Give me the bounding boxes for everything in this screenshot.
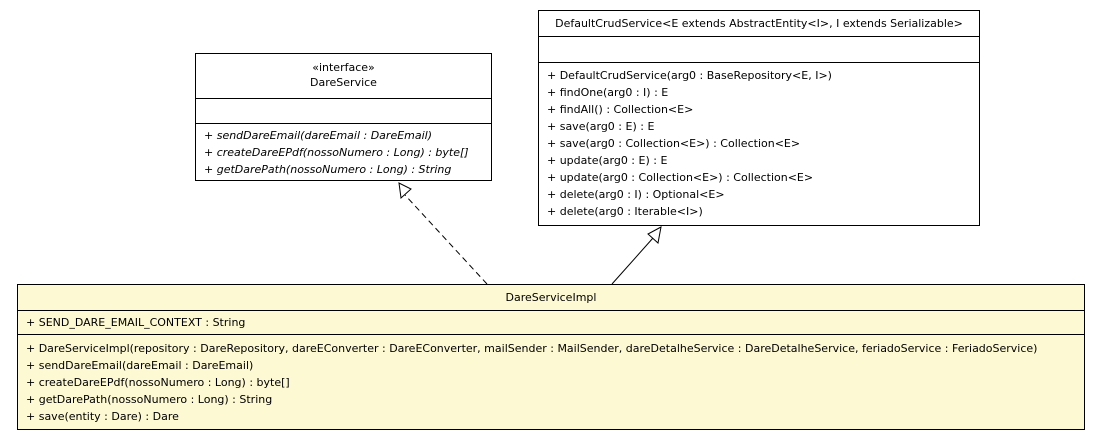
operation-row: + getDarePath(nossoNumero : Long) : Stri… xyxy=(26,393,273,406)
operation-row: + sendDareEmail(dareEmail : DareEmail) xyxy=(204,129,433,142)
attributes-compartment xyxy=(196,99,491,124)
interface-stereotype: «interface» xyxy=(312,61,375,74)
class-name: DareService xyxy=(310,76,377,89)
operation-row: + DefaultCrudService(arg0 : BaseReposito… xyxy=(547,69,832,82)
operation-row: + update(arg0 : E) : E xyxy=(547,154,668,167)
class-header: DefaultCrudService<E extends AbstractEnt… xyxy=(539,11,979,37)
operation-row: + delete(arg0 : I) : Optional<E> xyxy=(547,188,725,201)
attribute-row: + SEND_DARE_EMAIL_CONTEXT : String xyxy=(26,316,246,329)
operation-row: + DareServiceImpl(repository : DareRepos… xyxy=(26,342,1038,355)
class-name: DefaultCrudService<E extends AbstractEnt… xyxy=(555,17,963,30)
realization-arrow xyxy=(398,182,488,285)
class-header: «interface» DareService xyxy=(196,54,491,99)
operation-row: + getDarePath(nossoNumero : Long) : Stri… xyxy=(204,163,452,176)
operation-row: + delete(arg0 : Iterable<I>) xyxy=(547,205,703,218)
operation-row: + save(entity : Dare) : Dare xyxy=(26,410,179,423)
class-header: DareServiceImpl xyxy=(18,285,1084,311)
attributes-compartment xyxy=(539,37,979,63)
operation-row: + findOne(arg0 : I) : E xyxy=(547,86,669,99)
operation-row: + save(arg0 : E) : E xyxy=(547,120,655,133)
operation-row: + update(arg0 : Collection<E>) : Collect… xyxy=(547,171,814,184)
dare-service-impl-class: DareServiceImpl + SEND_DARE_EMAIL_CONTEX… xyxy=(17,284,1085,430)
dare-service-class: «interface» DareService + sendDareEmail(… xyxy=(195,53,492,181)
attributes-compartment: + SEND_DARE_EMAIL_CONTEXT : String xyxy=(18,311,1084,335)
operations-compartment: + DefaultCrudService(arg0 : BaseReposito… xyxy=(539,63,979,223)
class-name: DareServiceImpl xyxy=(505,291,597,304)
operations-compartment: + DareServiceImpl(repository : DareRepos… xyxy=(18,335,1084,428)
operations-compartment: + sendDareEmail(dareEmail : DareEmail) +… xyxy=(196,124,491,181)
operation-row: + findAll() : Collection<E> xyxy=(547,103,694,116)
operation-row: + save(arg0 : Collection<E>) : Collectio… xyxy=(547,137,801,150)
generalization-arrow xyxy=(611,226,662,285)
operation-row: + createDareEPdf(nossoNumero : Long) : b… xyxy=(26,376,290,389)
operation-row: + sendDareEmail(dareEmail : DareEmail) xyxy=(26,359,254,372)
default-crud-service-class: DefaultCrudService<E extends AbstractEnt… xyxy=(538,10,980,226)
operation-row: + createDareEPdf(nossoNumero : Long) : b… xyxy=(204,146,469,159)
